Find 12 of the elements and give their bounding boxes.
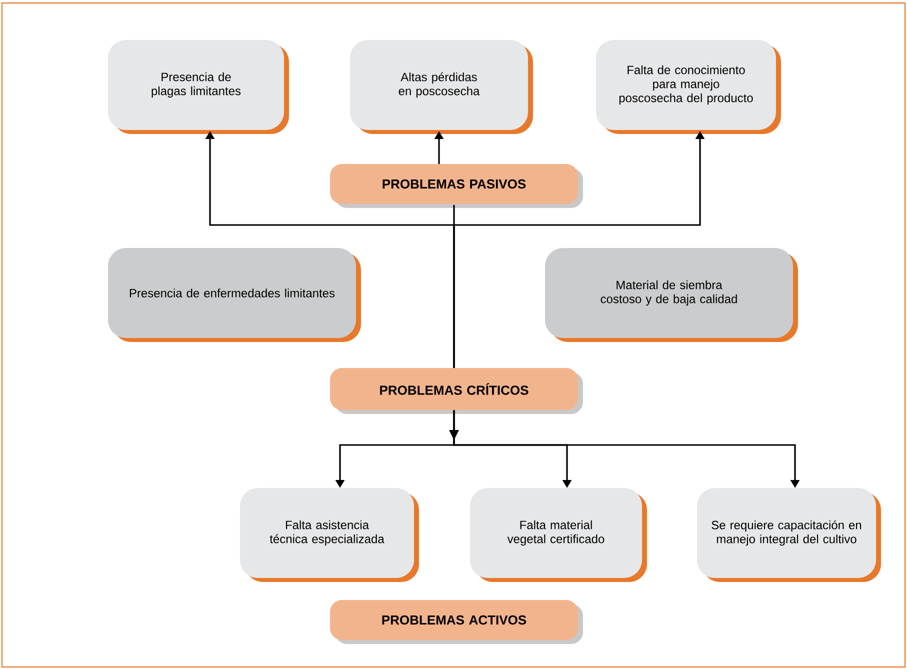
- rounded-box: Se requiere capacitación en manejo integral del cultivo: [697, 488, 881, 582]
- arrow: [449, 430, 459, 440]
- rounded-box: Presencia de enfermedades limitantes: [108, 248, 361, 342]
- heading-tag: PROBLEMAS CRÍTICOS: [330, 368, 583, 414]
- rounded-box: Falta asistencia técnica especializada: [240, 488, 419, 582]
- heading-tag: PROBLEMAS PASIVOS: [330, 164, 583, 208]
- rounded-box: Falta material vegetal certificado: [470, 488, 647, 582]
- rounded-box: Falta de conocimiento para manejo poscosecha del producto: [596, 40, 782, 134]
- heading-tag: PROBLEMAS ACTIVOS: [330, 600, 583, 644]
- rounded-box: Altas pérdidas en poscosecha: [350, 40, 533, 134]
- rounded-box: Material de siembra costoso y de baja calidad: [545, 248, 798, 342]
- rounded-box: Presencia de plagas limitantes: [108, 40, 289, 134]
